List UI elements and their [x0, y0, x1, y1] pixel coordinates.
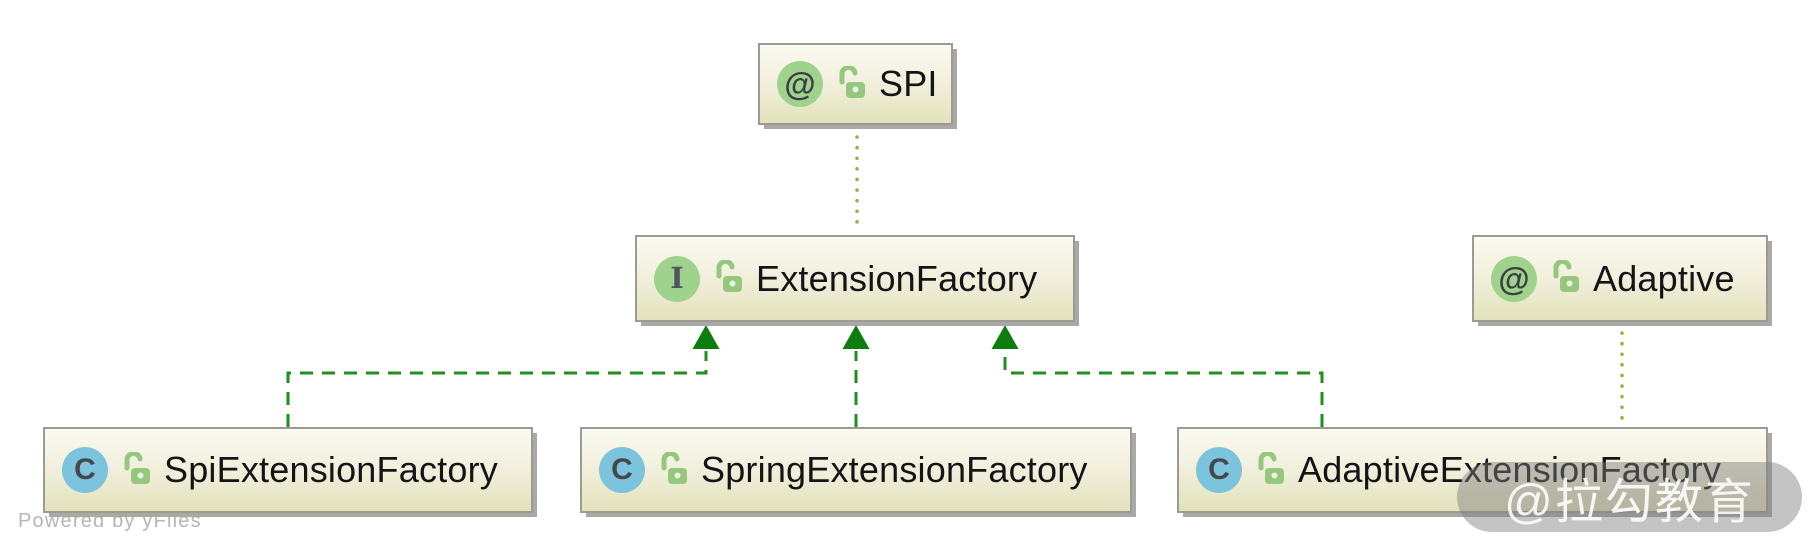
node-spring-extension-factory[interactable]: C SpringExtensionFactory [580, 427, 1132, 513]
arrowhead-icon [842, 325, 870, 349]
arrowhead-icon [692, 325, 720, 349]
open-lock-icon [1553, 260, 1579, 292]
edge-spiextensionfactory-implements [286, 351, 708, 427]
watermark-badge: @拉勾教育 [1457, 462, 1802, 532]
edge-adaptiveextensionfactory-implements [1003, 351, 1324, 427]
node-spi-extension-factory[interactable]: C SpiExtensionFactory [43, 427, 533, 513]
node-label: AdaptiveExtensionFactory [1298, 449, 1722, 490]
node-adaptive-extension-factory[interactable]: C AdaptiveExtensionFactory [1177, 427, 1768, 513]
class-icon: C [1196, 447, 1242, 493]
open-lock-icon [124, 451, 150, 484]
open-lock-icon [661, 451, 687, 484]
class-icon: C [599, 447, 645, 493]
node-extension-factory[interactable]: I ExtensionFactory [635, 235, 1075, 322]
arrowhead-icon [991, 325, 1019, 349]
node-label: Adaptive [1593, 257, 1735, 299]
watermark-text: @拉勾教育 [1504, 476, 1755, 529]
class-icon: C [62, 447, 108, 493]
node-label: SpiExtensionFactory [164, 449, 498, 490]
node-spi[interactable]: @ SPI [758, 43, 953, 125]
open-lock-icon [1258, 451, 1284, 484]
annotation-icon: @ [1491, 255, 1537, 302]
node-label: SpringExtensionFactory [701, 449, 1088, 490]
annotation-icon: @ [777, 61, 823, 107]
node-label: SPI [879, 63, 938, 104]
open-lock-icon [839, 65, 865, 98]
node-label: ExtensionFactory [756, 257, 1038, 299]
powered-by-yfiles-label: Powered by yFiles [18, 510, 202, 532]
node-adaptive[interactable]: @ Adaptive [1472, 235, 1768, 322]
open-lock-icon [716, 260, 742, 292]
interface-icon: I [654, 255, 700, 302]
